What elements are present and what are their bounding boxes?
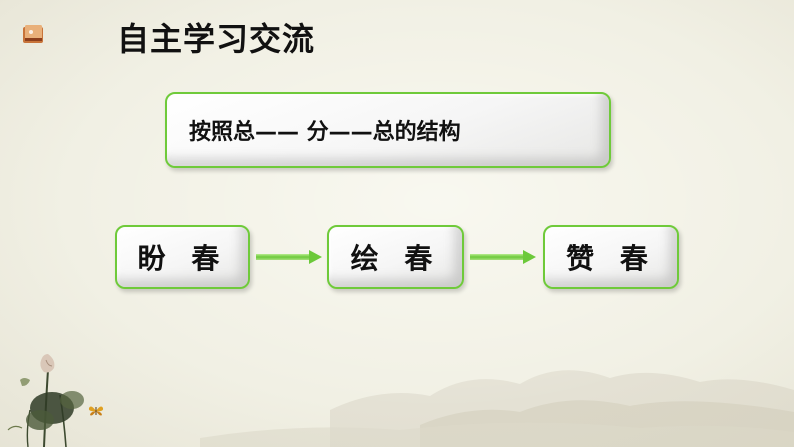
step-label: 绘 春 <box>350 242 441 275</box>
step-label: 赞 春 <box>566 242 656 275</box>
right-arrow-icon <box>256 250 322 264</box>
step-box-2: 绘 春 <box>327 225 464 289</box>
step-box-3: 赞 春 <box>543 225 679 289</box>
step-box-1: 盼 春 <box>115 225 250 289</box>
book-icon <box>23 25 43 43</box>
right-arrow-icon <box>470 250 536 264</box>
step-label: 盼 春 <box>137 242 228 275</box>
structure-box: 按照总—— 分——总的结构 <box>165 92 611 168</box>
lotus-painting <box>7 354 84 447</box>
page-title: 自主学习交流 <box>117 20 316 58</box>
butterfly-icon <box>88 406 104 416</box>
structure-text: 按照总—— 分——总的结构 <box>189 120 461 145</box>
